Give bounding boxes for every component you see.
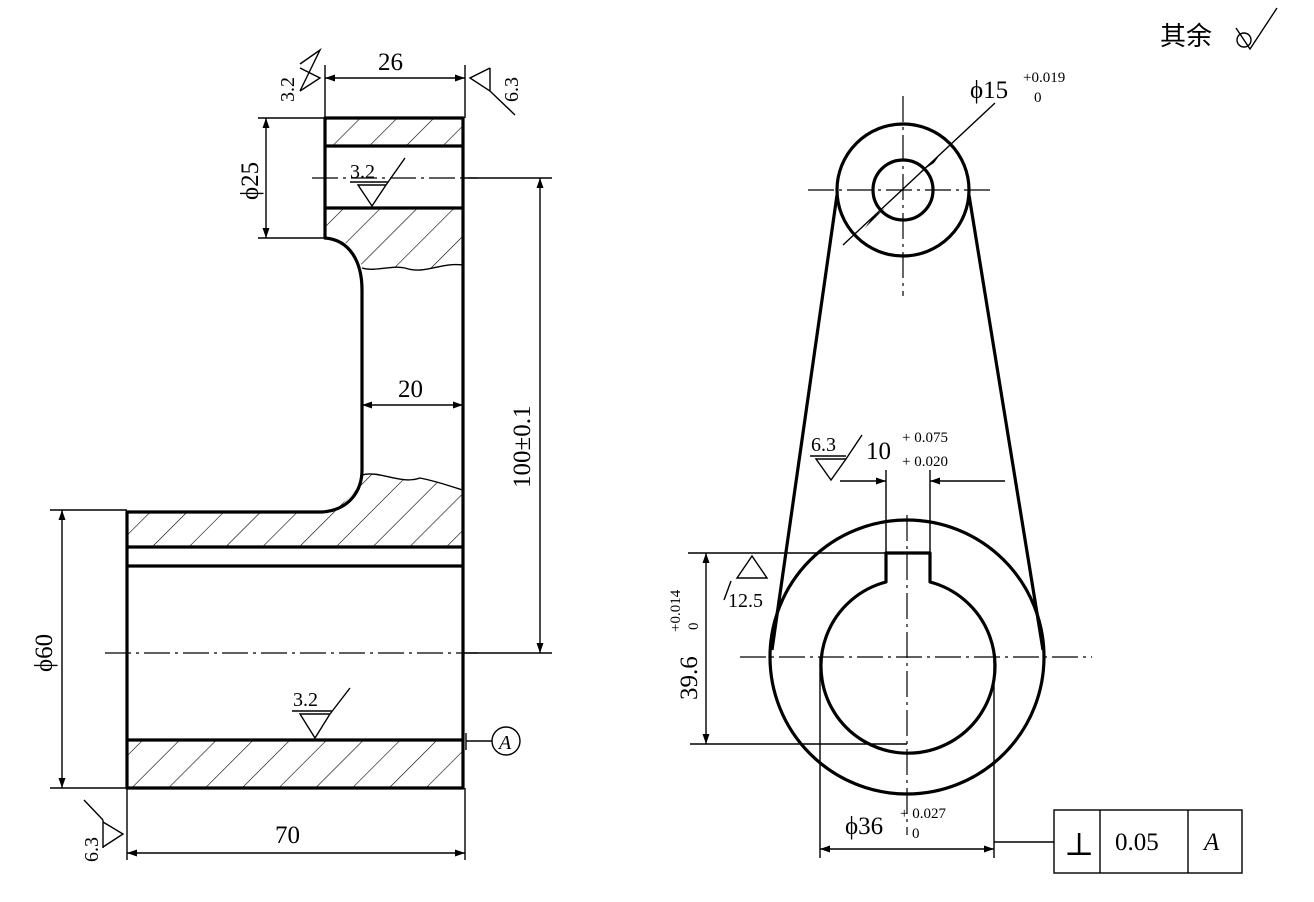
dim-keyway-depth-upper: +0.014 xyxy=(668,589,684,632)
dim-web-thickness: 20 xyxy=(398,376,423,403)
datum-a-marker: A xyxy=(465,726,521,756)
other-surfaces-label: 其余 xyxy=(1160,22,1212,51)
dim-small-bore-nominal: ϕ15 xyxy=(970,77,1008,104)
dim-large-bore-lower: 0 xyxy=(912,826,920,842)
tolerance-value: 0.05 xyxy=(1115,829,1159,856)
dim-large-bore-upper: + 0.027 xyxy=(900,806,946,822)
roughness-top-right: 6.3 xyxy=(468,67,523,116)
roughness-top-left: 3.2 xyxy=(277,47,322,102)
unmachined-surface-icon xyxy=(1236,32,1252,48)
dim-length-bottom: 70 xyxy=(275,822,300,849)
perpendicularity-symbol: ⊥ xyxy=(1064,826,1094,862)
dim-keyway-depth-nominal: 39.6 xyxy=(676,656,703,700)
roughness-keyway: 6.3 xyxy=(810,434,863,482)
datum-a-label: A xyxy=(497,732,512,754)
dim-dia-top: ϕ25 xyxy=(237,162,264,200)
right-end-view: ϕ15 +0.019 0 10 + 0.075 + 0.020 6.3 39.6… xyxy=(668,70,1092,858)
dim-keyway-lower: + 0.020 xyxy=(902,454,948,470)
svg-text:6.3: 6.3 xyxy=(811,434,836,456)
hatch-top-upper xyxy=(325,118,463,146)
part-outline xyxy=(125,116,465,790)
hatch-top-lower xyxy=(325,208,463,271)
arm-right xyxy=(967,194,1045,651)
dim-keyway-depth-lower: 0 xyxy=(686,623,702,631)
large-bore-keyway xyxy=(819,551,997,755)
svg-text:3.2: 3.2 xyxy=(293,689,318,711)
svg-text:6.3: 6.3 xyxy=(501,77,523,102)
svg-text:12.5: 12.5 xyxy=(728,590,763,612)
roughness-bottom-left: 6.3 xyxy=(81,799,125,862)
geometric-tolerance-frame: ⊥ 0.05 A xyxy=(994,809,1243,874)
roughness-keyway-depth: 12.5 xyxy=(723,554,769,612)
dim-center-distance: 100±0.1 xyxy=(509,406,536,488)
roughness-bottom-bore: 3.2 xyxy=(292,687,351,740)
dim-width-top: 26 xyxy=(378,49,403,76)
general-roughness-note: 其余 xyxy=(1160,7,1278,51)
tolerance-datum: A xyxy=(1202,829,1220,856)
arm-left xyxy=(770,194,839,651)
dim-small-bore-lower: 0 xyxy=(1034,90,1042,106)
dim-keyway-nominal: 10 xyxy=(866,438,891,465)
svg-text:6.3: 6.3 xyxy=(81,837,103,862)
hatch-bottom-lower xyxy=(127,740,463,788)
dim-small-bore-upper: +0.019 xyxy=(1023,70,1065,86)
hatch-bottom-upper xyxy=(127,473,463,547)
dim-large-bore-nominal: ϕ36 xyxy=(845,813,883,840)
svg-text:3.2: 3.2 xyxy=(350,161,375,183)
dim-keyway-upper: + 0.075 xyxy=(902,430,948,446)
left-section-view: 26 ϕ25 20 100±0.1 ϕ60 70 3.2 6.3 3.2 3.2 xyxy=(31,47,552,862)
svg-text:3.2: 3.2 xyxy=(277,77,299,102)
dim-dia-bottom: ϕ60 xyxy=(31,634,58,672)
roughness-top-bore: 3.2 xyxy=(350,157,406,208)
